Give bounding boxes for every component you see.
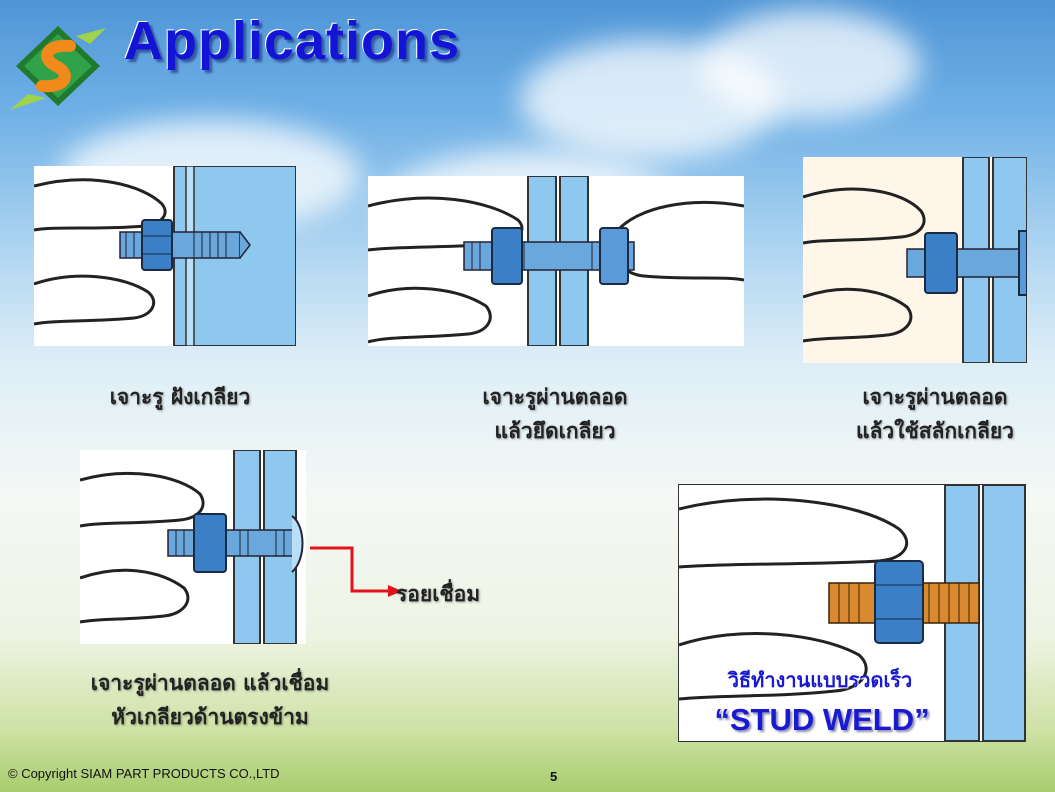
caption-line: เจาะรูผ่านตลอด — [482, 384, 628, 409]
through-weld-illustration — [80, 450, 306, 644]
through-bolt-illustration — [803, 157, 1027, 363]
caption-line: หัวเกลียวด้านตรงข้าม — [111, 704, 309, 729]
stud-weld-title: “STUD WELD” — [714, 702, 930, 737]
weld-pointer-arrow-icon — [310, 546, 402, 597]
caption-line: แล้วยึดเกลียว — [494, 418, 616, 443]
blind-tapped-illustration — [34, 166, 296, 346]
caption-line: เจาะรูผ่านตลอด แล้วเชื่อม — [90, 670, 330, 695]
caption-through-weld: เจาะรูผ่านตลอด แล้วเชื่อม หัวเกลียวด้านต… — [60, 666, 360, 734]
stud-weld-subtitle: วิธีทำงานแบบรวดเร็ว — [727, 668, 913, 692]
caption-through-bolt: เจาะรูผ่านตลอด แล้วใช้สลักเกลียว — [800, 380, 1055, 448]
cloud — [700, 10, 920, 120]
caption-line: เจาะรูผ่านตลอด — [862, 384, 1008, 409]
caption-through-nut: เจาะรูผ่านตลอด แล้วยึดเกลียว — [420, 380, 690, 448]
caption-line: เจาะรู ฝังเกลียว — [109, 384, 251, 409]
through-nut-illustration — [368, 176, 744, 346]
caption-blind-tapped: เจาะรู ฝังเกลียว — [60, 380, 300, 414]
page-number: 5 — [550, 769, 558, 784]
caption-line: แล้วใช้สลักเกลียว — [856, 418, 1014, 443]
copyright-footer: © Copyright SIAM PART PRODUCTS CO.,LTD — [8, 766, 280, 781]
slide-title: Applications — [124, 11, 461, 71]
siam-part-logo-icon — [6, 14, 116, 114]
stud-weld-illustration — [678, 484, 1026, 742]
weld-mark-label: รอยเชื่อม — [396, 581, 481, 606]
